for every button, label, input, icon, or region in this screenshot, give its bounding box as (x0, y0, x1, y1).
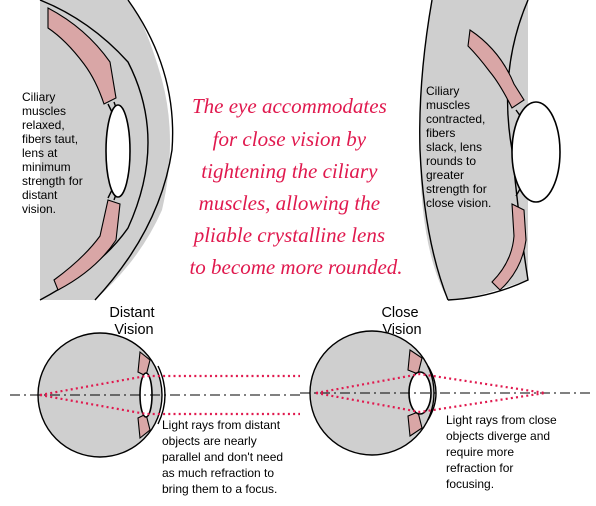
relaxed-eye-section (39, 0, 174, 301)
close-vision-eye (309, 330, 437, 456)
distant-vision-heading: Distant Vision (109, 305, 158, 338)
close-light-rays (315, 372, 546, 414)
main-caption: The eye accommodates for close vision by… (189, 94, 402, 279)
close-caption: Light rays from close objects diverge an… (446, 413, 560, 491)
contracted-eye-section (419, 0, 561, 301)
contracted-label: Ciliary muscles contracted, fibers slack… (426, 84, 491, 210)
relaxed-lens (105, 104, 131, 198)
distant-caption: Light rays from distant objects are near… (162, 418, 286, 496)
contracted-lens (511, 101, 561, 203)
relaxed-label: Ciliary muscles relaxed, fibers taut, le… (22, 90, 86, 216)
